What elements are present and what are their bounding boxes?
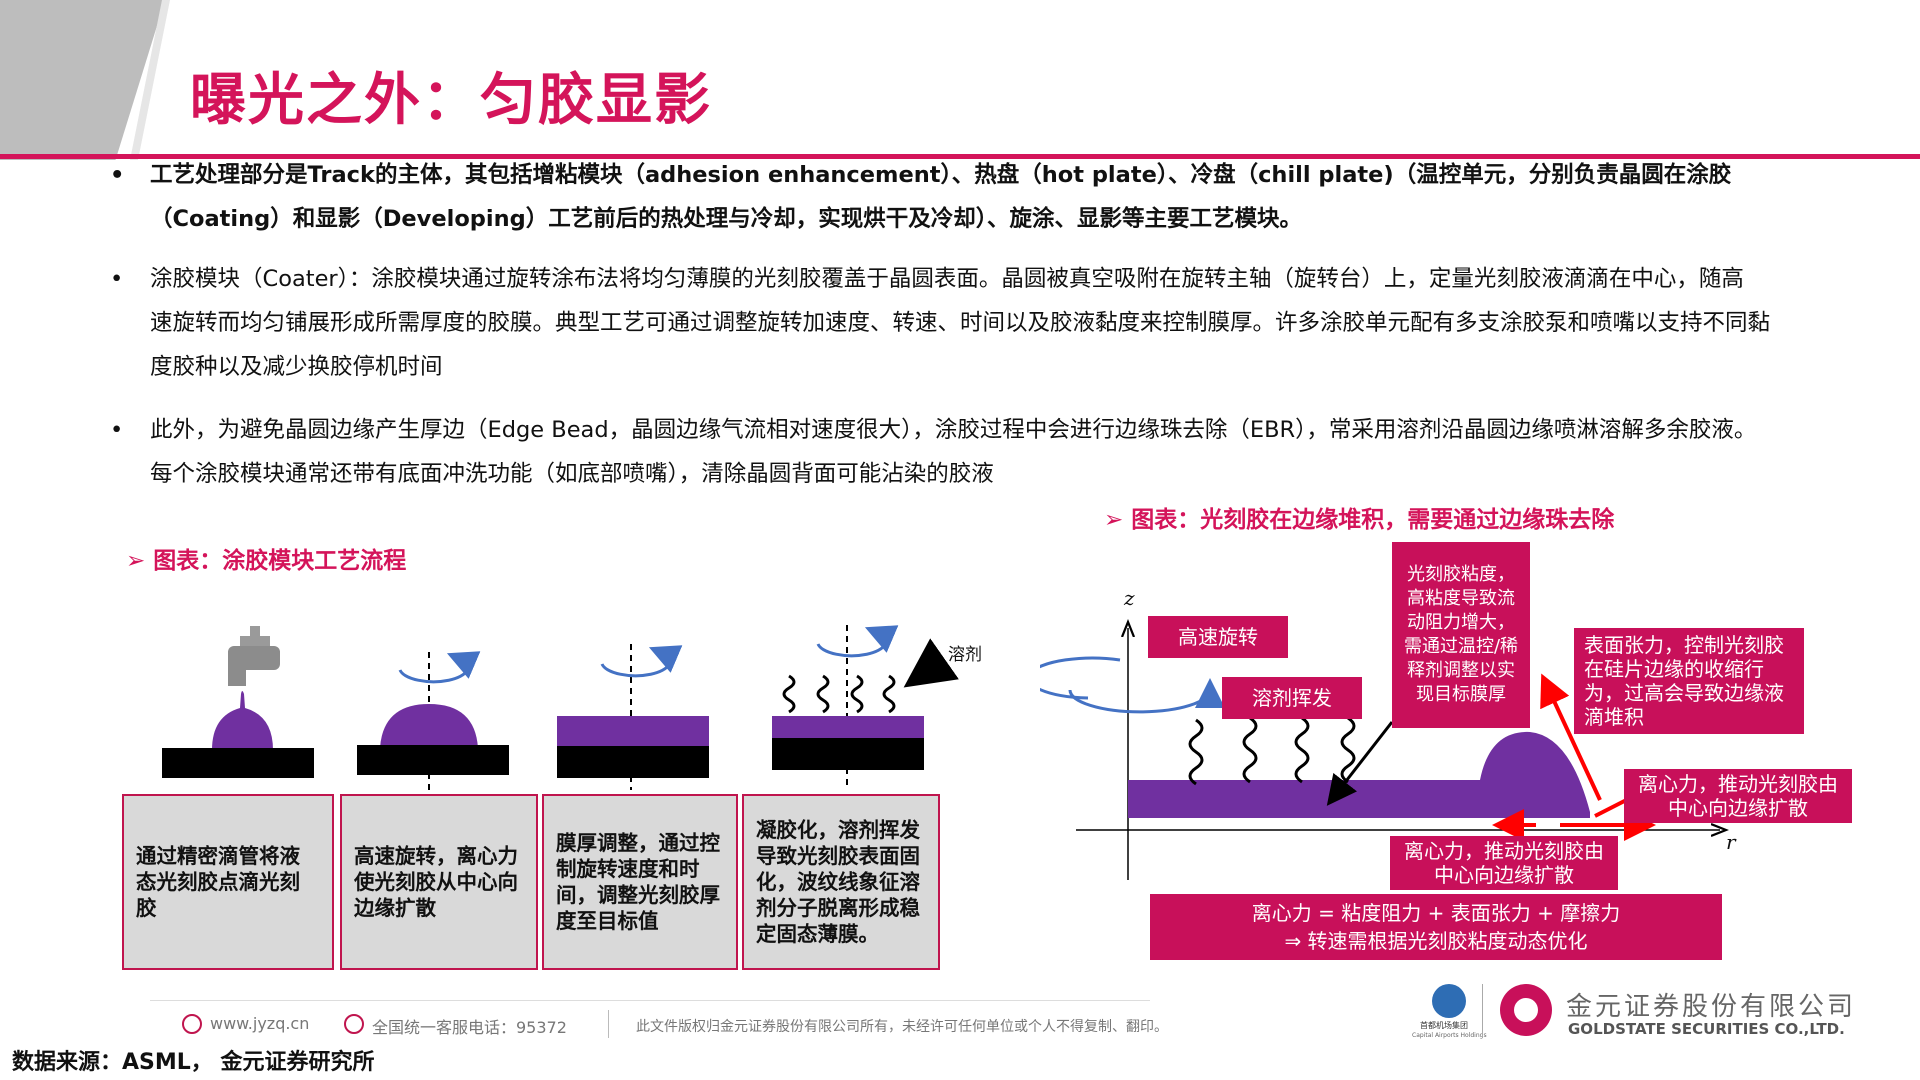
bullet-2-line1: 涂胶模块（Coater）：涂胶模块通过旋转涂布法将均匀薄膜的光刻胶覆盖于晶圆表面… (150, 266, 1744, 292)
step-box-3: 膜厚调整，通过控制旋转速度和时间，调整光刻胶厚度至目标值 (542, 794, 738, 970)
edge-bead-diagram (1040, 550, 1740, 880)
label-viscosity: 光刻胶粘度，高粘度导致流动阻力增大，需通过温控/稀释剂调整以实现目标膜厚 (1392, 542, 1530, 728)
label-surface-tension: 表面张力，控制光刻胶在硅片边缘的收缩行为，过高会导致边缘液滴堆积 (1574, 628, 1804, 734)
data-source: 数据来源：ASML， 金元证券研究所 (12, 1050, 375, 1075)
company-name-cn: 金元证券股份有限公司 (1566, 992, 1857, 1022)
bullet-1-line2: （Coating）和显影（Developing）工艺前后的热处理与冷却，实现烘干… (150, 206, 1302, 232)
airport-group-name: 首都机场集团 (1420, 1021, 1468, 1030)
footer-rule (150, 1000, 1150, 1001)
footer-hotline: 全国统一客服电话：95372 (372, 1018, 567, 1037)
airport-group-logo (1432, 984, 1466, 1018)
header-rule (0, 154, 1920, 159)
label-centrifugal-b: 离心力，推动光刻胶由中心向边缘扩散 (1390, 836, 1618, 890)
wafer-4 (772, 738, 924, 770)
bullet-dot: • (110, 417, 124, 443)
formula-box: 离心力 = 粘度阻力 + 表面张力 + 摩擦力 ⇒ 转速需根据光刻胶粘度动态优化 (1150, 894, 1722, 960)
step-4-text: 凝胶化，溶剂挥发导致光刻胶表面固化，波纹线象征溶剂分子脱离形成稳定固态薄膜。 (756, 818, 920, 946)
step-2-text: 高速旋转，离心力使光刻胶从中心向边缘扩散 (354, 844, 518, 920)
step-box-4: 凝胶化，溶剂挥发导致光刻胶表面固化，波纹线象征溶剂分子脱离形成稳定固态薄膜。 (742, 794, 940, 970)
goldstate-logo-mark (1514, 998, 1538, 1022)
label-centrifugal-a: 离心力，推动光刻胶由中心向边缘扩散 (1624, 769, 1852, 823)
bullet-1-line1: 工艺处理部分是Track的主体，其包括增粘模块（adhesion enhance… (150, 162, 1732, 188)
resist-film (557, 716, 709, 746)
bullet-3-line2: 每个涂胶模块通常还带有底面冲洗功能（如底部喷嘴），清除晶圆背面可能沾染的胶液 (150, 461, 994, 487)
bullet-2: • 涂胶模块（Coater）：涂胶模块通过旋转涂布法将均匀薄膜的光刻胶覆盖于晶圆… (110, 257, 1890, 389)
solvent-wave-icons (782, 674, 896, 714)
evaporation-wave-icons (1188, 716, 1356, 786)
resist-dome (380, 704, 478, 748)
bullet-1: • 工艺处理部分是Track的主体，其包括增粘模块（adhesion enhan… (110, 153, 1890, 241)
z-axis-label: z (1124, 586, 1135, 610)
phone-icon (344, 1014, 364, 1034)
right-chart-caption: ➢ 图表：光刻胶在边缘堆积，需要通过边缘珠去除 (1104, 507, 1615, 533)
wafer-1 (162, 748, 314, 778)
r-axis-label: r (1726, 830, 1736, 854)
bullet-2-line2: 速旋转而均匀铺展形成所需厚度的胶膜。典型工艺可通过调整旋转加速度、转速、时间以及… (150, 310, 1771, 336)
step-1-text: 通过精密滴管将液态光刻胶点滴光刻胶 (136, 844, 300, 920)
resist-film-thin (772, 716, 924, 738)
page-title: 曝光之外：匀胶显影 (190, 68, 712, 133)
step-box-2: 高速旋转，离心力使光刻胶从中心向边缘扩散 (340, 794, 538, 970)
bullet-2-line3: 度胶种以及减少换胶停机时间 (150, 354, 443, 380)
coating-process-diagram (162, 625, 959, 790)
company-name-en: GOLDSTATE SECURITIES CO.,LTD. (1568, 1020, 1845, 1038)
formula-line-2: ⇒ 转速需根据光刻胶粘度动态优化 (1284, 929, 1588, 953)
left-chart-caption: ➢ 图表：涂胶模块工艺流程 (126, 548, 407, 574)
footer-vline (1482, 984, 1483, 1038)
footer-copyright: 此文件版权归金元证券股份有限公司所有，未经许可任何单位或个人不得复制、翻印。 (636, 1019, 1168, 1035)
globe-icon (182, 1014, 202, 1034)
label-spin: 高速旋转 (1148, 616, 1288, 658)
step-box-1: 通过精密滴管将液态光刻胶点滴光刻胶 (122, 794, 334, 970)
wafer-3 (557, 746, 709, 778)
airport-group-en: Capital Airports Holdings (1412, 1032, 1487, 1039)
solvent-label: 溶剂 (948, 645, 982, 665)
footer-website[interactable]: www.jyzq.cn (210, 1014, 310, 1033)
resist-profile (1128, 731, 1590, 818)
resist-droplet (212, 691, 273, 750)
bullet-3-line1: 此外，为避免晶圆边缘产生厚边（Edge Bead，晶圆边缘气流相对速度很大），涂… (150, 417, 1757, 443)
formula-line-1: 离心力 = 粘度阻力 + 表面张力 + 摩擦力 (1251, 901, 1621, 925)
wafer-2 (357, 745, 509, 775)
label-evaporation: 溶剂挥发 (1222, 677, 1362, 719)
bullet-dot: • (110, 162, 125, 188)
step-3-text: 膜厚调整，通过控制旋转速度和时间，调整光刻胶厚度至目标值 (556, 831, 720, 933)
footer-divider (608, 1010, 609, 1038)
bullet-3: • 此外，为避免晶圆边缘产生厚边（Edge Bead，晶圆边缘气流相对速度很大）… (110, 408, 1890, 496)
faucet-icon (228, 626, 280, 686)
bullet-dot: • (110, 266, 124, 292)
